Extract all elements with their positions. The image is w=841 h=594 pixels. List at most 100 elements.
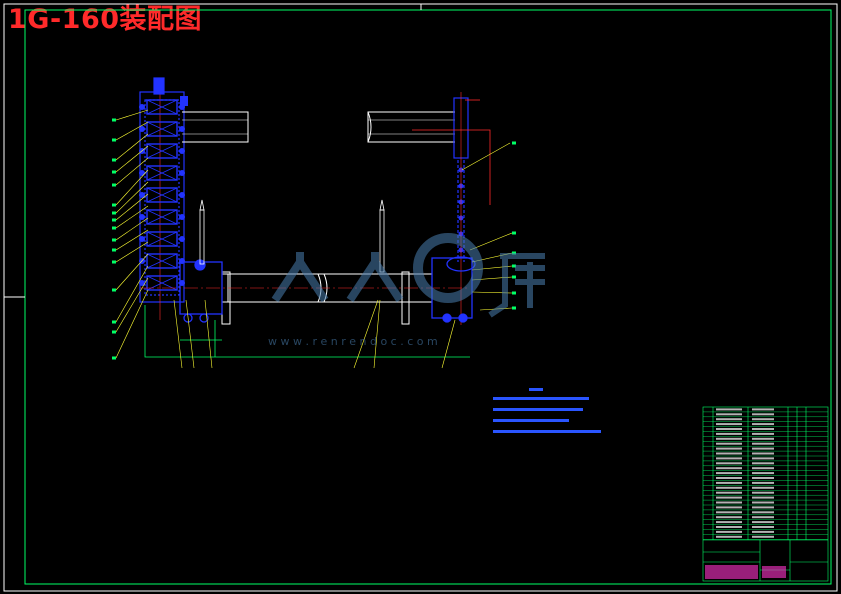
leader-line (469, 232, 513, 251)
leader-line (115, 241, 149, 263)
balloon-mark (512, 264, 516, 268)
bearing-ball (179, 192, 185, 198)
leader-line (115, 169, 149, 206)
parts-row-text (752, 521, 774, 524)
bearing-ball (139, 104, 145, 110)
outer-frame (3, 3, 838, 592)
balloon-mark (512, 141, 516, 145)
balloon-labels (112, 118, 516, 360)
balloon-mark (112, 248, 116, 252)
parts-row-text (752, 496, 774, 499)
gear (146, 165, 178, 181)
parts-row-text (716, 467, 742, 470)
parts-row-text (752, 477, 774, 479)
bearing-ball (179, 126, 185, 132)
leader-line (115, 229, 149, 251)
bearing-ball (179, 148, 185, 154)
leader-line (115, 217, 149, 241)
bearing-ball (139, 280, 145, 286)
parts-row-text (752, 457, 774, 460)
leader-line (115, 277, 149, 333)
parts-row-text (716, 437, 742, 440)
parts-row-text (752, 472, 774, 475)
bearing-ball (179, 214, 185, 220)
balloon-mark (512, 275, 516, 279)
balloon-mark (512, 291, 516, 295)
bearing-ball (139, 170, 145, 176)
parts-row-text (716, 413, 742, 416)
parts-row-text (716, 423, 742, 426)
leader-line (115, 265, 149, 323)
balloon-mark (112, 218, 116, 222)
leader-line (115, 157, 149, 186)
parts-row-text (716, 447, 742, 450)
base-support (144, 305, 470, 358)
leader-line (115, 205, 149, 229)
parts-row-text (716, 452, 742, 455)
parts-row-text (752, 452, 774, 455)
upper-arm-left (182, 111, 249, 143)
leader-line (115, 109, 149, 121)
parts-row-text (716, 530, 742, 533)
parts-row-text (716, 486, 742, 489)
gear (146, 209, 178, 225)
parts-row-text (752, 418, 774, 421)
parts-row-text (716, 511, 742, 514)
parts-row-text (752, 516, 774, 519)
parts-row-text (716, 501, 742, 504)
gear-hatch (146, 165, 178, 181)
gear-hatch (146, 187, 178, 203)
balloon-mark (112, 158, 116, 162)
parts-row-text (752, 447, 774, 450)
balloon-mark (512, 306, 516, 310)
parts-row-text (752, 437, 774, 440)
gear-hatch (146, 143, 178, 159)
title-block-stamp (762, 566, 786, 578)
balloon-mark (112, 330, 116, 334)
parts-row-text (752, 501, 774, 504)
title-block-stamp (705, 565, 758, 579)
leader-line (353, 299, 379, 369)
parts-row-text (752, 491, 774, 494)
leader-line (373, 299, 381, 369)
parts-row-text (716, 462, 742, 465)
balloon-mark (112, 260, 116, 264)
parts-row-text (716, 428, 742, 430)
bearing-ball (139, 192, 145, 198)
vertical-tool-right (379, 199, 385, 273)
balloon-mark (112, 356, 116, 360)
parts-row-text (752, 423, 774, 426)
parts-row-text (752, 481, 774, 484)
parts-row-text (716, 457, 742, 460)
parts-row-text (752, 413, 774, 416)
balloon-mark (112, 288, 116, 292)
note-line-1 (493, 397, 589, 400)
bearing-ball (139, 236, 145, 242)
gear (146, 275, 178, 291)
gear (146, 99, 178, 115)
parts-row-text (716, 516, 742, 519)
parts-list-rows (703, 408, 828, 579)
gear-hatch (146, 121, 178, 137)
parts-row-text (716, 442, 742, 445)
leader-line (115, 289, 149, 359)
balloon-mark (112, 138, 116, 142)
balloon-mark (112, 238, 116, 242)
parts-row-text (716, 481, 742, 484)
leader-line (185, 299, 195, 369)
parts-row-text (752, 432, 774, 435)
parts-row-text (716, 521, 742, 524)
balloon-mark (112, 226, 116, 230)
leader-line (461, 142, 511, 171)
parts-row-text (752, 511, 774, 514)
vertical-tool-left (199, 199, 205, 265)
parts-row-text (752, 462, 774, 465)
parts-list (702, 406, 829, 582)
gear-hatch (146, 275, 178, 291)
inner-frame (24, 9, 832, 585)
parts-row-text (752, 467, 774, 470)
leader-line (173, 299, 183, 369)
note-line-2 (493, 408, 583, 411)
note-line-3 (493, 419, 569, 422)
parts-row-text (752, 408, 774, 411)
